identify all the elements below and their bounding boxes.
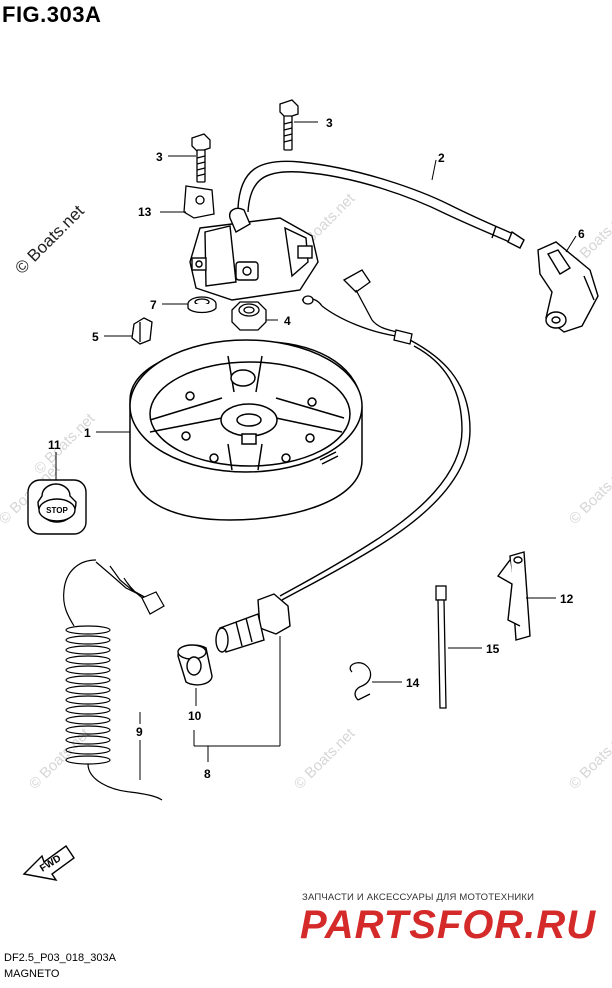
coil-spring bbox=[65, 625, 111, 765]
callout-11: 11 bbox=[48, 438, 61, 452]
promo-brand-logo[interactable]: PARTSFOR.RU bbox=[300, 903, 597, 947]
watermark-main: © Boats.net bbox=[11, 201, 88, 278]
callout-2: 2 bbox=[438, 151, 445, 165]
watermark: © Boats.net bbox=[566, 725, 612, 793]
leader-lines bbox=[55, 121, 577, 780]
watermark: © Boats.net bbox=[31, 410, 99, 478]
callout-4: 4 bbox=[284, 314, 291, 328]
grommet-part-8 bbox=[215, 593, 291, 653]
figure-title: FIG.303A bbox=[2, 2, 102, 27]
clip-part-14 bbox=[349, 662, 372, 701]
bolt-upper bbox=[279, 99, 299, 151]
callout-13: 13 bbox=[138, 205, 152, 219]
promo-subtitle: ЗАПЧАСТИ И АКСЕССУАРЫ ДЛЯ МОТОТЕХНИКИ bbox=[302, 892, 535, 903]
cap-part-10 bbox=[177, 644, 213, 686]
clip-part-12 bbox=[496, 551, 531, 641]
stop-label: STOP bbox=[46, 506, 68, 515]
watermark: © Boats.net bbox=[566, 460, 612, 528]
callout-14: 14 bbox=[406, 676, 420, 690]
callout-12: 12 bbox=[560, 592, 574, 606]
figure-code: DF2.5_P03_018_303A bbox=[4, 952, 116, 964]
watermark: © Boats.net bbox=[291, 725, 359, 793]
key-part-5 bbox=[131, 317, 153, 345]
callout-9: 9 bbox=[136, 725, 143, 739]
bolt-left bbox=[191, 133, 211, 183]
callout-5: 5 bbox=[92, 330, 99, 344]
callout-3: 3 bbox=[156, 150, 163, 164]
callout-3: 3 bbox=[326, 116, 333, 130]
stop-switch: STOP bbox=[27, 479, 87, 535]
lanyard-cord bbox=[63, 559, 165, 801]
callout-7: 7 bbox=[150, 298, 157, 312]
cable-tie-part-15 bbox=[435, 585, 447, 709]
nut-part-4 bbox=[231, 301, 267, 331]
fwd-arrow-icon: FWD bbox=[22, 845, 75, 881]
figure-name: MAGNETO bbox=[4, 968, 60, 980]
washer-part-7 bbox=[187, 296, 217, 314]
ignition-coil bbox=[189, 207, 319, 301]
callout-1: 1 bbox=[84, 426, 91, 440]
terminal-connector bbox=[301, 269, 413, 345]
callout-15: 15 bbox=[486, 642, 500, 656]
bracket-part-13 bbox=[183, 185, 215, 219]
watermark: © Boats.net bbox=[26, 725, 94, 793]
plug-cap bbox=[537, 241, 599, 333]
high-tension-lead bbox=[237, 160, 525, 249]
stator-lead-wire bbox=[279, 339, 471, 601]
flywheel bbox=[129, 339, 363, 521]
callout-8: 8 bbox=[204, 767, 211, 781]
callout-labels: 1 2 3 3 4 5 6 7 8 9 10 11 12 13 14 15 bbox=[48, 116, 585, 781]
callout-10: 10 bbox=[188, 709, 202, 723]
callout-6: 6 bbox=[578, 227, 585, 241]
